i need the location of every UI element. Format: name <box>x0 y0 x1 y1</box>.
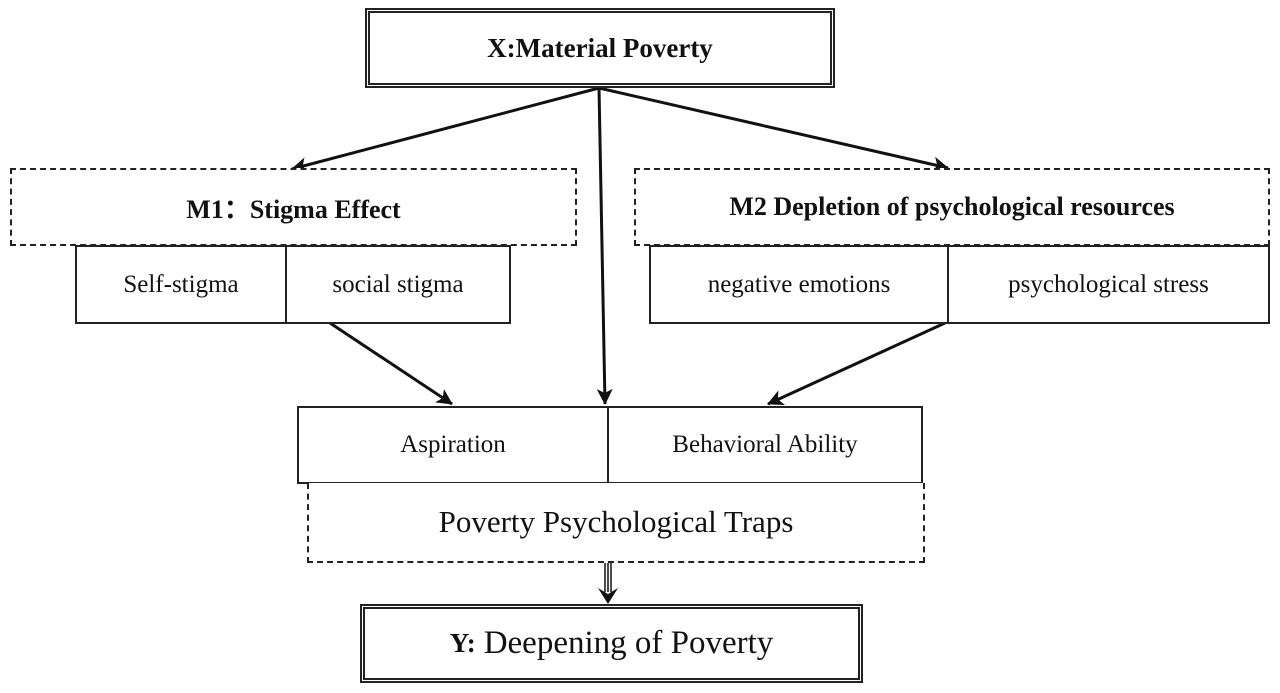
x-node-label: X:Material Poverty <box>487 32 713 63</box>
x-material-poverty-node: X:Material Poverty <box>365 8 835 88</box>
y-deepening-poverty-node: Y: Deepening of Poverty <box>360 604 863 683</box>
negative-emotions-cell: negative emotions <box>651 247 949 322</box>
y-label: Deepening of Poverty <box>483 625 774 661</box>
arrow-x-to-m2 <box>598 86 949 173</box>
m1-label: M1：Stigma Effect <box>186 194 401 224</box>
behavioral-ability-cell: Behavioral Ability <box>672 431 858 458</box>
arrow-x-to-m1 <box>291 86 600 173</box>
self-stigma-cell: Self-stigma <box>77 247 287 322</box>
arrow-x-to-traps <box>596 87 613 405</box>
aspiration-cell: Aspiration <box>299 408 609 482</box>
m1-stigma-node: M1：Stigma Effect <box>10 168 577 246</box>
traps-label: Poverty Psychological Traps <box>438 504 794 539</box>
poverty-psychological-traps-node: Poverty Psychological Traps <box>307 483 925 563</box>
trap-items: Aspiration Behavioral Ability <box>297 406 923 484</box>
psychological-stress-cell: psychological stress <box>1008 270 1209 298</box>
m2-label: M2 Depletion of psychological resources <box>729 192 1175 221</box>
double-arrow-traps-to-y <box>598 563 618 604</box>
arrow-m2-to-behavior <box>767 321 946 406</box>
y-prefix: Y: <box>449 628 476 658</box>
m2-items: negative emotions psychological stress <box>649 245 1270 324</box>
m1-items: Self-stigma social stigma <box>75 245 511 324</box>
social-stigma-cell: social stigma <box>332 270 464 298</box>
arrow-m1-to-aspiration <box>329 321 453 406</box>
m2-depletion-node: M2 Depletion of psychological resources <box>634 168 1270 246</box>
